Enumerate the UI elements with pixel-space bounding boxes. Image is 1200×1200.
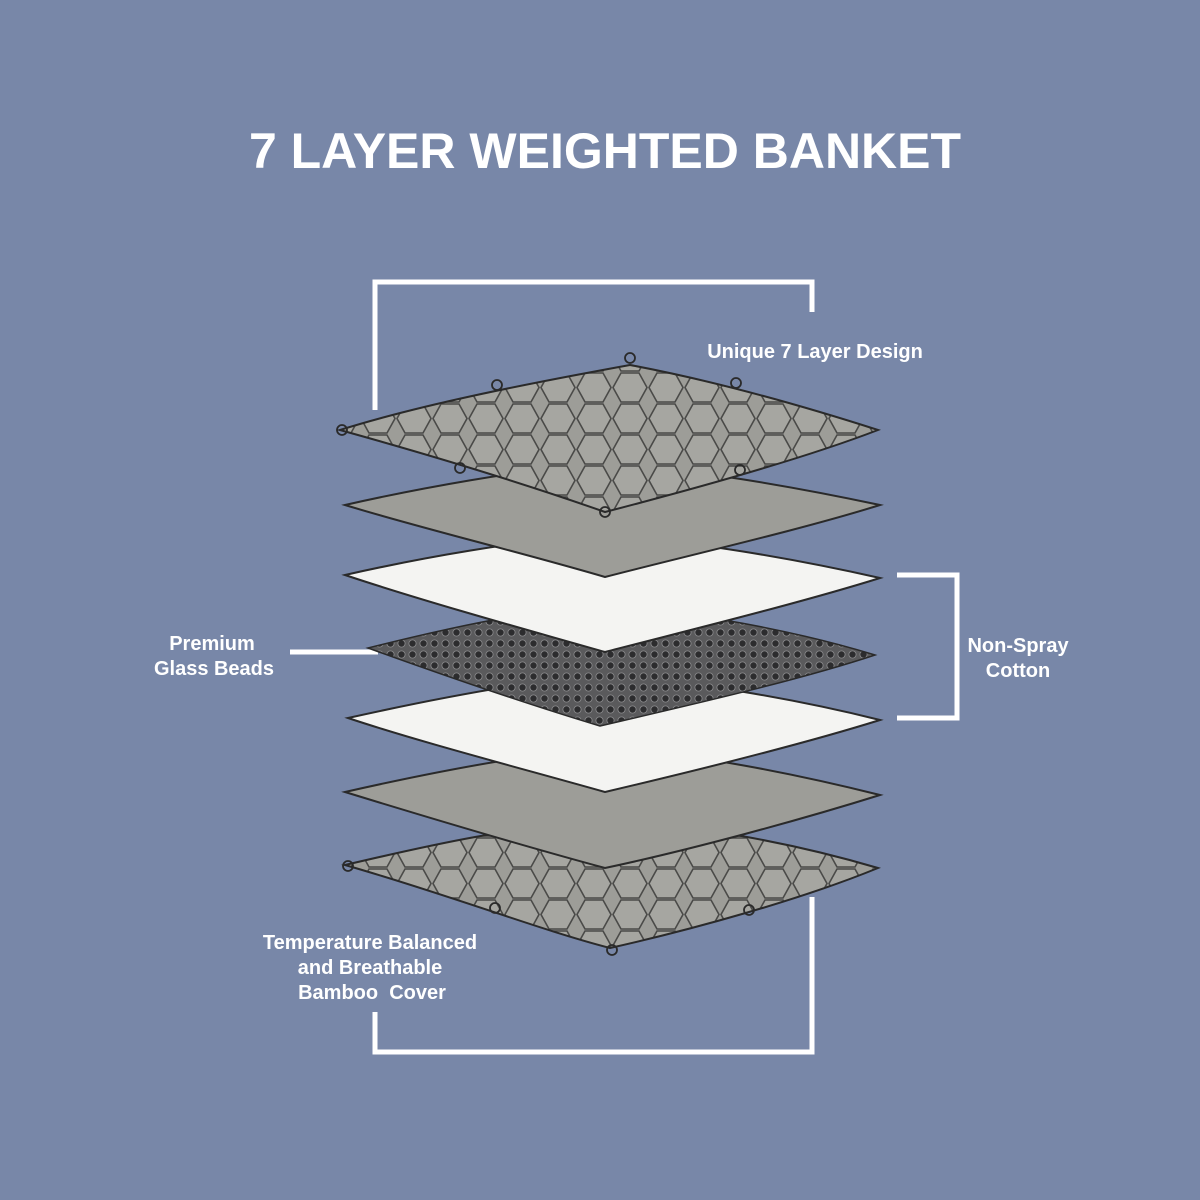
label-bamboo-line3: Bamboo Cover bbox=[298, 982, 446, 1004]
label-cotton-line1: Non-Spray bbox=[967, 635, 1069, 657]
label-cotton-line2: Cotton bbox=[986, 660, 1050, 682]
page-title: 7 LAYER WEIGHTED BANKET bbox=[249, 123, 961, 179]
tie-loop-icon bbox=[336, 352, 755, 956]
label-bamboo-line2: and Breathable bbox=[298, 957, 442, 979]
label-glass-beads-line2: Glass Beads bbox=[154, 658, 274, 680]
label-bamboo-line1: Temperature Balanced bbox=[263, 932, 477, 954]
bracket-lines bbox=[290, 279, 960, 1055]
bottom-bracket-line bbox=[372, 897, 815, 1055]
top-bracket-line bbox=[372, 279, 815, 410]
label-unique-design: Unique 7 Layer Design bbox=[707, 341, 923, 363]
label-glass-beads-line1: Premium bbox=[169, 633, 255, 655]
right-bracket-line bbox=[897, 572, 960, 721]
layer-top-quilted-cover bbox=[336, 363, 882, 514]
